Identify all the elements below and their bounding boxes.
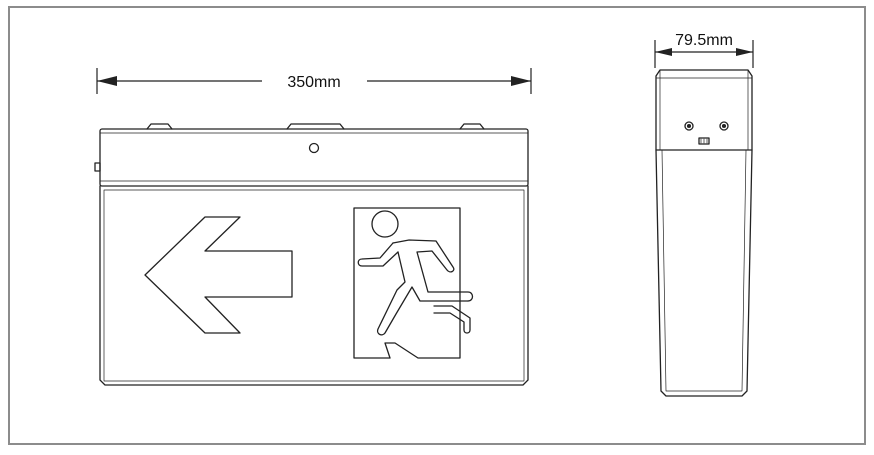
mounting-tab-right (459, 123, 485, 130)
housing-box (99, 128, 529, 187)
side-connector (698, 137, 710, 145)
side-body (655, 149, 753, 397)
exit-door-frame (353, 207, 461, 359)
depth-dimension (654, 40, 754, 68)
front-view (94, 123, 529, 386)
dim-arrow-left (97, 76, 117, 86)
screw-right (719, 121, 729, 131)
mounting-tab-center (286, 123, 345, 130)
side-button (94, 162, 101, 172)
screw-left (684, 121, 694, 131)
left-arrow-icon (144, 216, 293, 334)
dim-arrow-right (511, 76, 531, 86)
side-view (655, 69, 753, 397)
running-man-head (371, 210, 399, 238)
depth-arrow-right (736, 48, 753, 56)
sign-panel-inner (103, 189, 525, 382)
depth-dimension-label: 79.5mm (675, 32, 733, 49)
width-dimension-label: 350mm (287, 74, 340, 91)
indicator-hole (308, 142, 320, 154)
depth-arrow-left (655, 48, 672, 56)
sign-panel (99, 185, 529, 386)
running-man-icon (353, 207, 474, 359)
mounting-tab-left (146, 123, 173, 130)
drawing-frame (8, 6, 866, 445)
width-dimension (96, 68, 532, 94)
